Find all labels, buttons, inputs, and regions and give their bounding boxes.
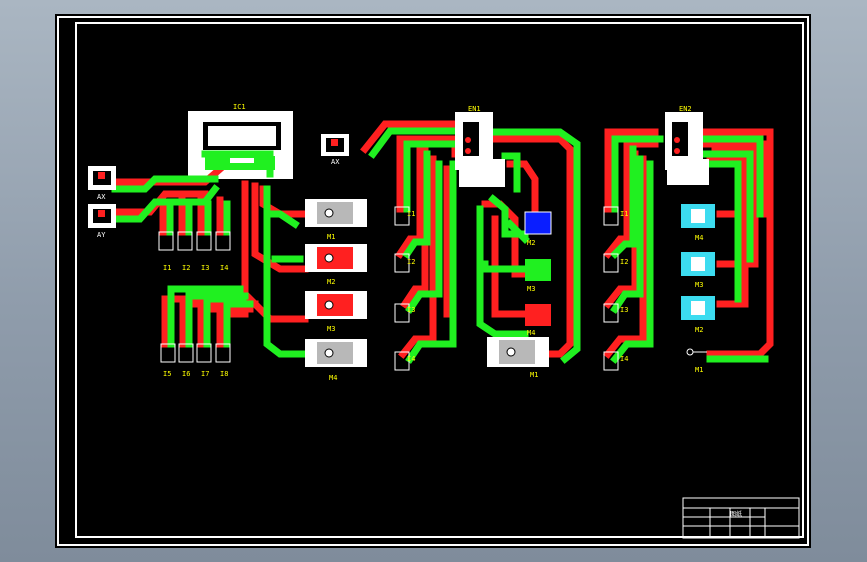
- svg-text:AY: AY: [97, 231, 106, 239]
- svg-text:I5: I5: [163, 370, 171, 378]
- svg-text:I4: I4: [620, 355, 628, 363]
- board1-motor-m2: M2: [305, 244, 367, 286]
- svg-text:M1: M1: [530, 371, 538, 379]
- svg-text:M4: M4: [527, 329, 535, 337]
- inner-frame: [75, 22, 804, 538]
- board3: EN2 I1 I2 I3 I4 M4 M3 M2: [603, 105, 774, 374]
- svg-text:M2: M2: [695, 326, 703, 334]
- svg-text:I4: I4: [220, 264, 228, 272]
- board2-green-traces: [368, 127, 581, 364]
- board2-motor-m2: M2: [524, 211, 552, 247]
- svg-text:M4: M4: [695, 234, 703, 242]
- board2-motor-m4: M4: [525, 304, 551, 337]
- svg-text:I8: I8: [220, 370, 228, 378]
- svg-text:M4: M4: [329, 374, 337, 382]
- svg-text:M2: M2: [527, 239, 535, 247]
- board1-green-traces: [111, 150, 309, 358]
- board3-motor-m1: M1: [686, 348, 707, 374]
- board1-motor-m3: M3: [305, 291, 367, 333]
- en1-label: EN1: [468, 105, 481, 113]
- svg-text:I3: I3: [620, 306, 628, 314]
- board1-inputs-top: I1 I2 I3 I4: [158, 231, 231, 272]
- svg-text:M1: M1: [327, 233, 335, 241]
- board1-inputs-bottom: I5 I6 I7 I8: [160, 343, 231, 378]
- svg-text:I3: I3: [201, 264, 209, 272]
- svg-text:I4: I4: [407, 355, 415, 363]
- svg-text:I1: I1: [163, 264, 171, 272]
- board2-motor-m3: M3: [525, 259, 551, 293]
- svg-text:I3: I3: [407, 306, 415, 314]
- board2-ax-connector: AX: [321, 134, 349, 166]
- svg-text:I6: I6: [182, 370, 190, 378]
- drawing-sheet: IC1: [55, 14, 811, 548]
- svg-text:AX: AX: [331, 158, 340, 166]
- ay-connector: AY: [88, 204, 116, 239]
- svg-text:I7: I7: [201, 370, 209, 378]
- board3-motor-m4: M4: [681, 204, 715, 242]
- svg-text:I2: I2: [182, 264, 190, 272]
- ic1-label: IC1: [233, 103, 246, 111]
- svg-text:I2: I2: [407, 258, 415, 266]
- svg-text:M3: M3: [327, 325, 335, 333]
- title-block-caption: 图纸: [730, 510, 742, 518]
- board1-motor-m1: M1: [305, 199, 367, 241]
- svg-text:M3: M3: [527, 285, 535, 293]
- board1: IC1: [88, 103, 367, 382]
- svg-text:I2: I2: [620, 258, 628, 266]
- svg-text:M2: M2: [327, 278, 335, 286]
- board1-motor-m4: M4: [305, 339, 367, 382]
- svg-text:M1: M1: [695, 366, 703, 374]
- en2-label: EN2: [679, 105, 692, 113]
- board2-inputs: I2 I3 I4 I1: [394, 206, 415, 371]
- board2: EN1 AX I2 I3 I4 I1 M2 M3: [321, 105, 581, 379]
- pcb-drawing: IC1: [57, 16, 809, 546]
- title-block: [682, 497, 800, 539]
- board3-motor-m2: M2: [681, 296, 715, 334]
- svg-text:M3: M3: [695, 281, 703, 289]
- board3-motor-m3: M3: [681, 252, 715, 289]
- svg-text:AX: AX: [97, 193, 106, 201]
- board3-green-traces: [610, 135, 769, 364]
- svg-text:I1: I1: [620, 210, 628, 218]
- svg-text:I1: I1: [407, 210, 415, 218]
- outer-frame: [57, 16, 809, 546]
- board3-inputs: I1 I2 I3 I4: [603, 206, 628, 371]
- board2-motor-m1: M1: [487, 337, 549, 379]
- ax-connector: AX: [88, 166, 116, 201]
